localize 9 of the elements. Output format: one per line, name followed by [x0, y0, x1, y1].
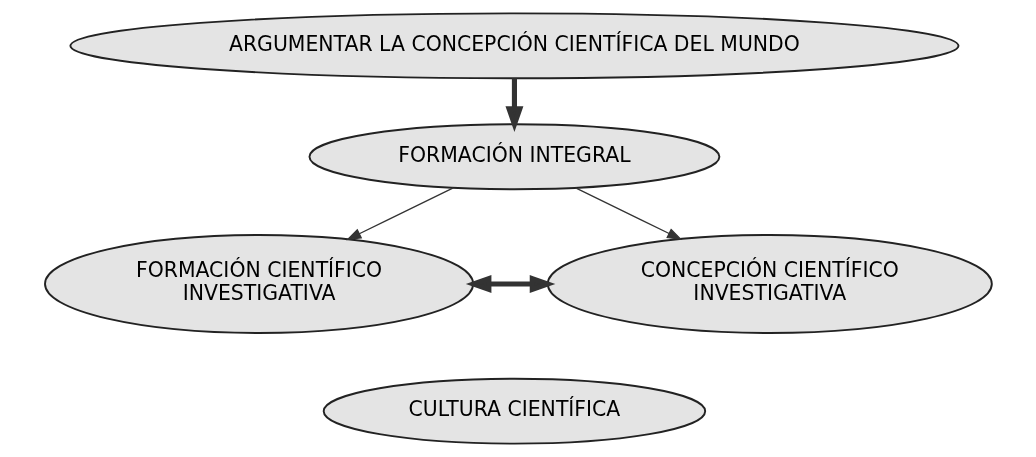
arrow [574, 187, 682, 241]
arrow [345, 187, 454, 241]
node-ellipse: ARGUMENTAR LA CONCEPCIÓN CIENTÍFICA DEL MUNDO [68, 12, 959, 80]
node-ellipse: CULTURA CIENTÍFICA [322, 377, 706, 445]
arrow [504, 78, 523, 132]
node-ellipse: FORMACIÓN CIENTÍFICO INVESTIGATIVA [43, 234, 474, 334]
node-ellipse: FORMACIÓN INTEGRAL [308, 123, 720, 191]
arrow [465, 275, 555, 293]
node-ellipse: CONCEPCIÓN CIENTÍFICO INVESTIGATIVA [546, 234, 993, 334]
